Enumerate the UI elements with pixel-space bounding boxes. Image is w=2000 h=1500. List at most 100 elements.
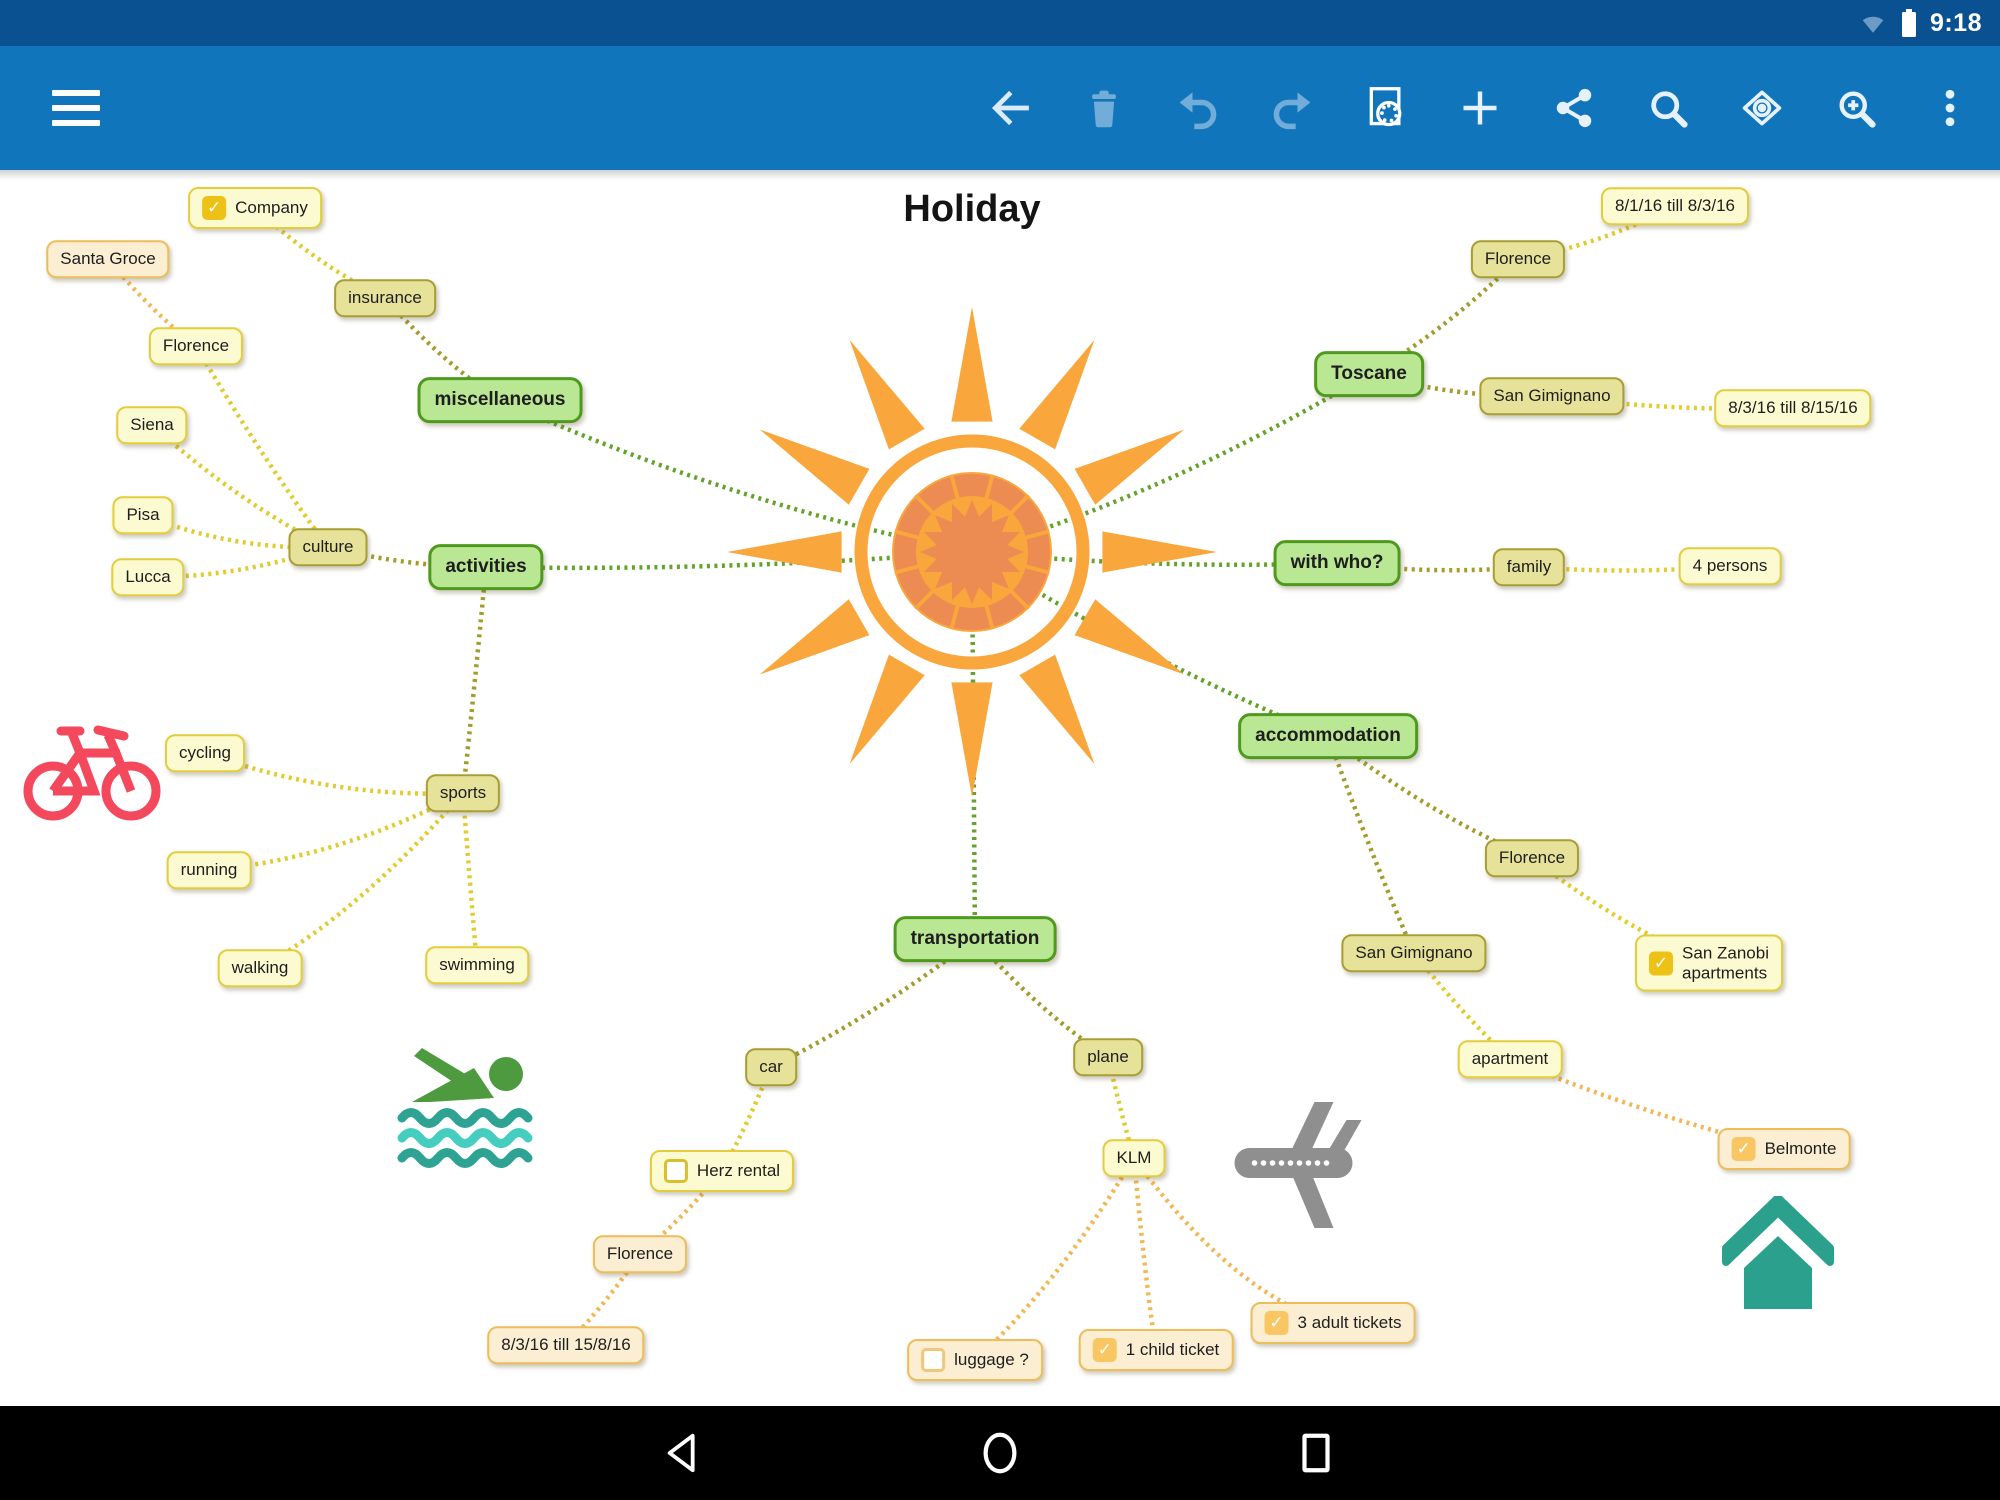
mindmap-node-klm[interactable]: KLM (1102, 1139, 1166, 1177)
node-label: activities (445, 556, 527, 578)
checkbox-gold[interactable] (663, 1159, 688, 1183)
mindmap-node-florence_c[interactable]: Florence (592, 1235, 688, 1273)
mindmap-node-belmonte[interactable]: Belmonte (1717, 1128, 1851, 1170)
node-label: 4 persons (1692, 556, 1768, 576)
add-node-icon[interactable] (1458, 74, 1502, 142)
mindmap-node-company[interactable]: Company (188, 187, 322, 229)
mindmap-node-luggage[interactable]: luggage ? (907, 1339, 1043, 1381)
node-label: Herz rental (696, 1161, 781, 1181)
mindmap-node-toscane[interactable]: Toscane (1314, 351, 1424, 397)
mindmap-node-florence_l[interactable]: Florence (148, 327, 244, 365)
back-arrow-icon[interactable] (988, 74, 1032, 142)
sun-graphic[interactable] (722, 302, 1222, 802)
mindmap-node-car[interactable]: car (745, 1048, 797, 1086)
mindmap-node-florence_r[interactable]: Florence (1470, 240, 1566, 278)
mindmap-node-date_aug3b[interactable]: 8/3/16 till 15/8/16 (487, 1326, 645, 1364)
navigation-bar (0, 1406, 2000, 1500)
clock-text: 9:18 (1929, 8, 1982, 37)
checkbox-gold[interactable] (1649, 951, 1674, 975)
mindmap-node-pisa[interactable]: Pisa (112, 496, 174, 534)
node-label: running (180, 860, 238, 880)
node-label: swimming (439, 955, 515, 975)
node-label: 8/1/16 till 8/3/16 (1614, 196, 1736, 216)
mindmap-node-sports[interactable]: sports (425, 774, 501, 812)
mindmap-node-family[interactable]: family (1492, 548, 1566, 586)
mindmap-node-santa_groce[interactable]: Santa Groce (46, 240, 170, 278)
node-label: Pisa (126, 505, 160, 525)
node-label: KLM (1116, 1148, 1152, 1168)
edge-activities-sports (460, 566, 489, 794)
wifi-icon (1862, 16, 1884, 33)
node-label: accommodation (1255, 725, 1401, 747)
status-bar: 9:18 (0, 0, 2000, 46)
airplane-icon[interactable] (1228, 1088, 1373, 1228)
mindmap-node-activities[interactable]: activities (428, 544, 544, 590)
house-icon[interactable] (1722, 1196, 1834, 1311)
checkbox-amber[interactable] (1264, 1311, 1289, 1335)
swimmer-icon[interactable] (396, 1040, 544, 1168)
node-label: San Zanobi apartments (1682, 943, 1769, 982)
undo-icon[interactable] (1176, 74, 1220, 142)
node-label: miscellaneous (434, 389, 566, 411)
mindmap-node-culture[interactable]: culture (288, 528, 368, 566)
node-label: car (759, 1057, 783, 1077)
checkbox-amber[interactable] (1092, 1338, 1117, 1362)
nav-back-icon[interactable] (625, 1406, 745, 1500)
mindmap-node-walking[interactable]: walking (217, 949, 303, 987)
mindmap-node-sangim_t[interactable]: San Gimignano (1479, 377, 1625, 415)
mindmap-node-siena[interactable]: Siena (116, 406, 188, 444)
mindmap-node-running[interactable]: running (166, 851, 252, 889)
mindmap-node-withwho[interactable]: with who? (1273, 540, 1401, 586)
mindmap-node-apartment[interactable]: apartment (1457, 1040, 1563, 1078)
mindmap-node-swimming[interactable]: swimming (425, 946, 529, 984)
presentation-eye-icon[interactable] (1740, 74, 1784, 142)
node-label: culture (302, 537, 354, 557)
mindmap-node-florence_a[interactable]: Florence (1484, 839, 1580, 877)
overflow-menu-icon[interactable] (1928, 74, 1972, 142)
mindmap-node-sanzanobi[interactable]: San Zanobi apartments (1635, 934, 1783, 992)
node-label: 8/3/16 till 15/8/16 (501, 1335, 631, 1355)
trash-icon[interactable] (1082, 74, 1126, 142)
mindmap-node-insurance[interactable]: insurance (334, 279, 436, 317)
bicycle-icon[interactable] (20, 705, 165, 823)
map-title[interactable]: Holiday (903, 188, 1041, 230)
mindmap-node-lucca[interactable]: Lucca (111, 558, 185, 596)
edge-sports-swimming (460, 792, 480, 966)
zoom-in-icon[interactable] (1834, 74, 1878, 142)
mindmap-node-cycling[interactable]: cycling (165, 734, 245, 772)
checkbox-gold[interactable] (202, 196, 227, 220)
mindmap-node-child_ticket[interactable]: 1 child ticket (1078, 1329, 1234, 1371)
mindmap-node-date_aug1[interactable]: 8/1/16 till 8/3/16 (1600, 187, 1750, 225)
node-label: San Gimignano (1493, 386, 1611, 406)
share-icon[interactable] (1552, 74, 1596, 142)
node-label: Florence (606, 1244, 674, 1264)
mindmap-node-adult_tickets[interactable]: 3 adult tickets (1250, 1302, 1416, 1344)
node-label: Toscane (1331, 363, 1407, 385)
mindmap-node-herz[interactable]: Herz rental (649, 1150, 795, 1192)
node-label: Lucca (125, 567, 171, 587)
redo-icon[interactable] (1270, 74, 1314, 142)
node-label: 1 child ticket (1125, 1340, 1220, 1360)
checkbox-amber[interactable] (1731, 1137, 1756, 1161)
style-palette-icon[interactable] (1364, 74, 1408, 142)
mindmap-node-miscellaneous[interactable]: miscellaneous (417, 377, 583, 423)
checkbox-amber[interactable] (921, 1348, 946, 1372)
node-label: insurance (348, 288, 422, 308)
menu-icon[interactable] (52, 80, 108, 136)
node-label: plane (1087, 1047, 1129, 1067)
mindmap-node-date_aug3a[interactable]: 8/3/16 till 8/15/16 (1714, 389, 1872, 427)
node-label: transportation (910, 928, 1040, 950)
nav-recents-icon[interactable] (1256, 1406, 1376, 1500)
mindmap-node-plane[interactable]: plane (1073, 1038, 1143, 1076)
node-label: apartment (1471, 1049, 1549, 1069)
node-label: 8/3/16 till 8/15/16 (1728, 398, 1858, 418)
mindmap-node-transportation[interactable]: transportation (893, 916, 1057, 962)
nav-home-icon[interactable] (940, 1406, 1060, 1500)
mindmap-node-sangim_a[interactable]: San Gimignano (1341, 934, 1487, 972)
mindmap-node-accommodation[interactable]: accommodation (1238, 713, 1418, 759)
node-label: Belmonte (1764, 1139, 1837, 1159)
search-icon[interactable] (1646, 74, 1690, 142)
mindmap-node-persons4[interactable]: 4 persons (1678, 547, 1782, 585)
